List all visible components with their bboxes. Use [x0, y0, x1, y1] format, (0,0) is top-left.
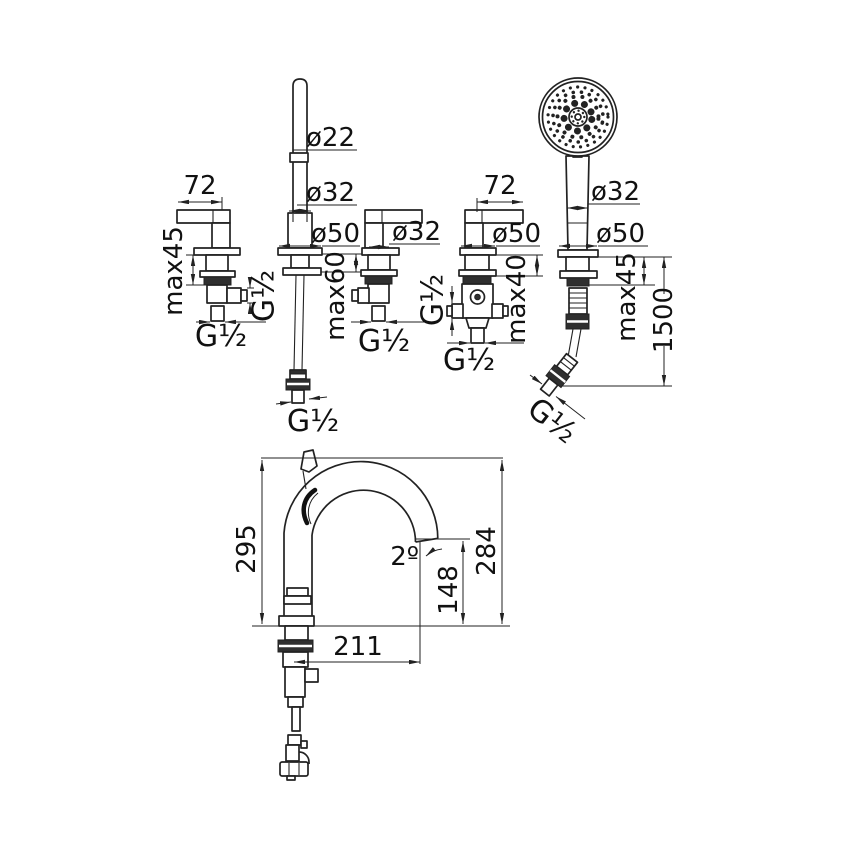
diverter-drawing: 72 ø50 G½ max40 G½ [416, 171, 543, 378]
dim-handshower-max-deck: max45 [612, 252, 642, 342]
handshower-drawing: ø32 ø50 max45 1500 G½ [521, 77, 679, 451]
dim-handshower-hose-length: 1500 [649, 287, 679, 353]
dim-valve-left-bottom-outlet: G½ [195, 319, 247, 354]
dim-handshower-hose-outlet: G½ [521, 391, 584, 451]
handshower-head [538, 77, 618, 157]
dim-spout-reach: 211 [333, 632, 383, 662]
dim-spout-height-to-deck: 295 [232, 524, 262, 574]
left-valve-drawing: 72 max45 G½ G½ [159, 171, 282, 354]
dim-valve-left-side-outlet: G½ [247, 270, 282, 322]
dim-column-rod-diameter: ø22 [306, 123, 355, 153]
shower-column-drawing: ø22 ø32 ø50 max60 G½ [275, 78, 362, 439]
dim-valve-middle-diameter: ø32 [392, 217, 441, 247]
dim-diverter-side-outlet: G½ [416, 274, 451, 326]
dim-diverter-max-deck: max40 [502, 254, 532, 344]
middle-valve-drawing: ø32 G½ [351, 209, 441, 359]
dim-spout-outlet-height: 148 [434, 565, 464, 615]
dim-spout-outlet-angle: 2º [390, 542, 419, 572]
dim-spout-total-height: 284 [472, 526, 502, 576]
dim-valve-left-width: 72 [183, 171, 216, 201]
dim-diverter-base-diameter: ø50 [492, 219, 541, 249]
dim-column-body-diameter: ø32 [306, 178, 355, 208]
dim-valve-middle-bottom-outlet: G½ [358, 324, 410, 359]
spout-drawing: 295 284 148 2º 211 [232, 449, 510, 781]
dim-diverter-bottom-outlet: G½ [443, 343, 495, 378]
dim-valve-left-max-deck: max45 [159, 226, 189, 316]
dim-handshower-base-diameter: ø50 [596, 219, 645, 249]
dim-column-max-deck: max60 [321, 251, 351, 341]
dim-column-hose-outlet: G½ [287, 404, 339, 439]
dim-column-base-diameter: ø50 [311, 219, 360, 249]
dim-diverter-width: 72 [483, 171, 516, 201]
dim-handshower-handle-diameter: ø32 [591, 177, 640, 207]
